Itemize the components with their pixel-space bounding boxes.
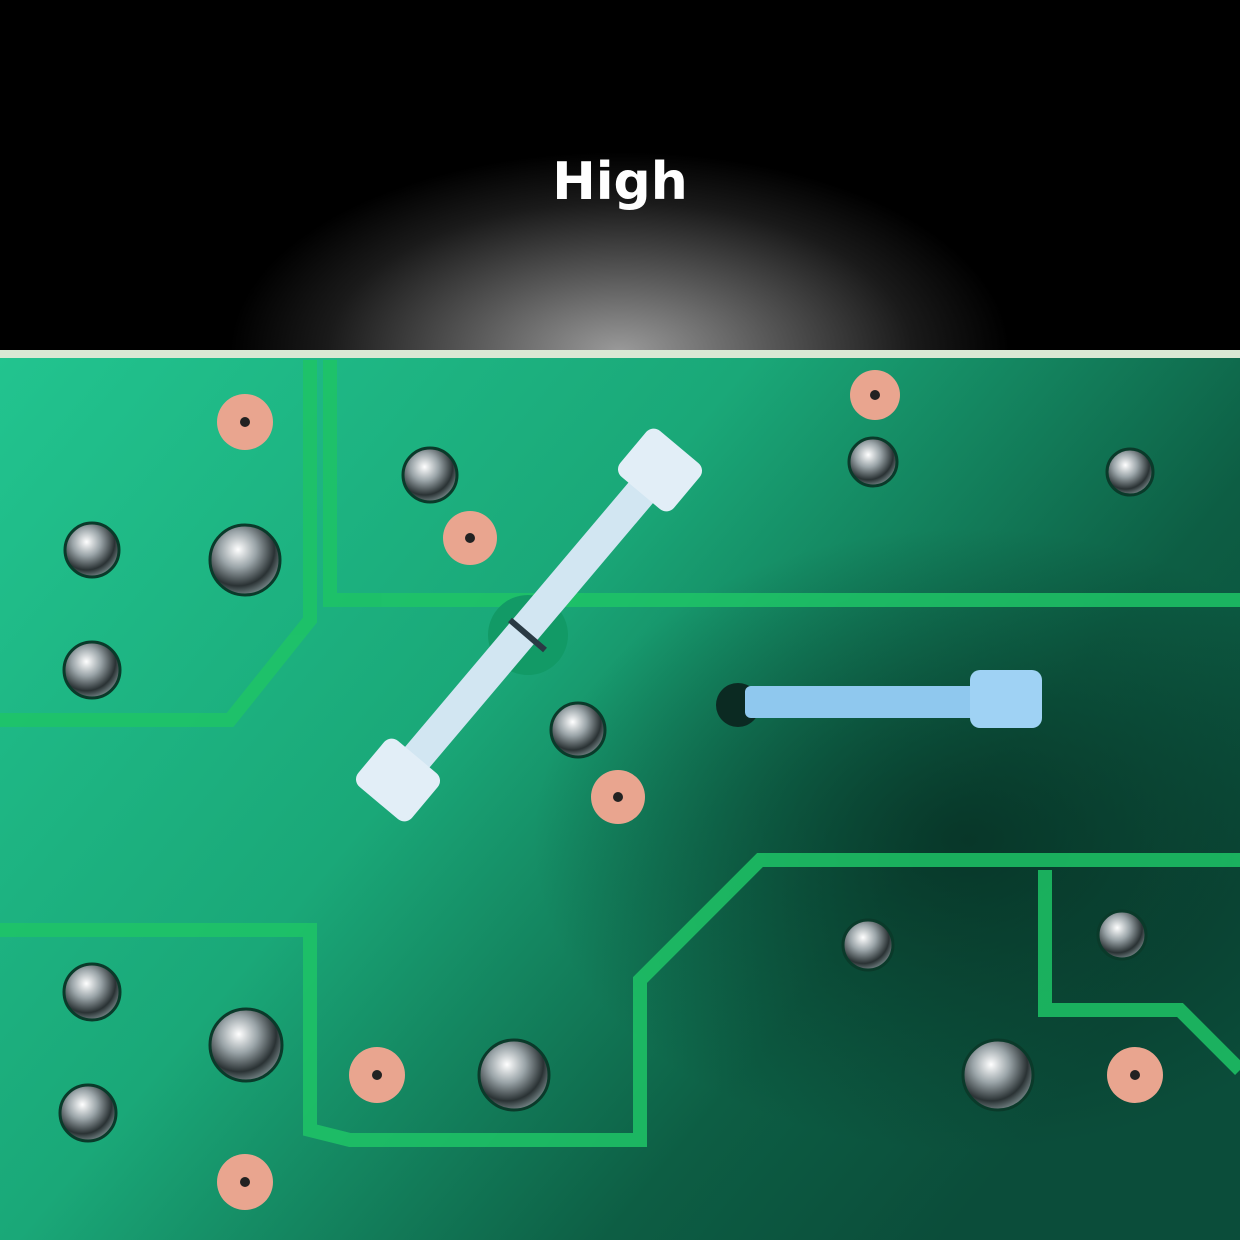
pad-holes [240,390,1140,1187]
circuit-board-photo [0,350,1240,1240]
cable-tie-diagonal [355,428,703,822]
spotlight-glow [0,0,1240,352]
cable-tie-horizontal [716,670,1042,728]
quality-label: High [552,152,688,212]
solder-joints [58,436,1155,1143]
copper-traces [0,360,1240,1147]
